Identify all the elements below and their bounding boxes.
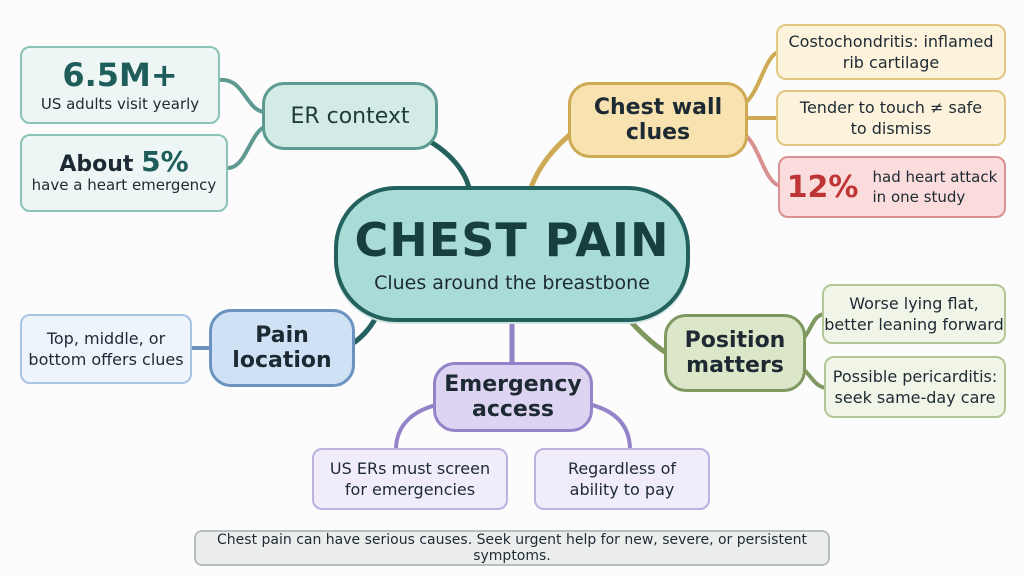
branch-title-line2: matters	[686, 353, 784, 378]
branch-title-line1: Chest wall	[593, 95, 723, 120]
link-cw-leaf3	[742, 132, 782, 188]
leaf-er-screening: US ERs must screen for emergencies	[312, 448, 508, 510]
leaf-location-clues: Top, middle, or bottom offers clues	[20, 314, 192, 384]
leaf-ability-to-pay: Regardless of ability to pay	[534, 448, 710, 510]
leaf-line2: rib cartilage	[842, 53, 940, 72]
branch-title-line2: clues	[625, 120, 691, 145]
stat-line: About 5%	[59, 147, 188, 177]
leaf-er-heart-emergency: About 5% have a heart emergency	[20, 134, 228, 212]
stat-lead: About	[59, 151, 134, 177]
branch-emergency-access: Emergency access	[433, 362, 593, 432]
leaf-line1: Worse lying flat,	[849, 294, 979, 313]
leaf-line2: seek same-day care	[834, 388, 996, 407]
leaf-er-visits: 6.5M+ US adults visit yearly	[20, 46, 220, 124]
branch-title-line2: location	[232, 348, 332, 373]
footer-disclaimer: Chest pain can have serious causes. Seek…	[194, 530, 830, 566]
branch-position-matters: Position matters	[664, 314, 806, 392]
branch-title-line1: Emergency	[444, 372, 582, 397]
leaf-line1: Top, middle, or	[46, 329, 166, 348]
central-subtitle: Clues around the breastbone	[374, 272, 650, 294]
leaf-heart-attack-stat: 12% had heart attack in one study	[778, 156, 1006, 218]
leaf-pericarditis: Possible pericarditis: seek same-day car…	[824, 356, 1006, 418]
leaf-lying-flat: Worse lying flat, better leaning forward	[822, 284, 1006, 344]
branch-title-line1: Pain	[255, 323, 309, 348]
link-cw-leaf1	[742, 50, 780, 106]
central-topic: CHEST PAIN Clues around the breastbone	[334, 186, 690, 322]
central-title: CHEST PAIN	[354, 213, 670, 267]
link-em-leaf2	[586, 402, 632, 452]
leaf-text: US adults visit yearly	[40, 94, 200, 113]
leaf-line2: in one study	[872, 188, 966, 206]
branch-pain-location: Pain location	[209, 309, 355, 387]
leaf-text: had heart attack in one study	[873, 167, 998, 207]
leaf-line2: bottom offers clues	[28, 350, 184, 369]
stat-value: 12%	[786, 169, 859, 205]
leaf-line1: Regardless of	[567, 459, 677, 478]
branch-title: ER context	[290, 103, 410, 129]
branch-title-line1: Position	[684, 328, 786, 353]
link-er-leaf1	[218, 77, 266, 114]
leaf-line1: had heart attack	[872, 168, 998, 186]
leaf-line1: Tender to touch ≠ safe	[799, 98, 983, 117]
leaf-line2: better leaning forward	[824, 315, 1004, 334]
leaf-tender-to-touch: Tender to touch ≠ safe to dismiss	[776, 90, 1006, 146]
leaf-text: have a heart emergency	[31, 175, 217, 194]
leaf-line2: ability to pay	[569, 480, 675, 499]
leaf-line1: Costochondritis: inflamed	[788, 32, 994, 51]
branch-er-context: ER context	[262, 82, 438, 150]
leaf-costochondritis: Costochondritis: inflamed rib cartilage	[776, 24, 1006, 80]
footer-text: Chest pain can have serious causes. Seek…	[217, 532, 807, 564]
stat-value: 6.5M+	[62, 55, 178, 94]
branch-title-line2: access	[471, 397, 555, 422]
leaf-line2: to dismiss	[850, 119, 932, 138]
stat-value: 5%	[141, 144, 189, 178]
leaf-line1: US ERs must screen	[329, 459, 491, 478]
branch-chest-wall-clues: Chest wall clues	[568, 82, 748, 158]
leaf-line2: for emergencies	[344, 480, 476, 499]
link-er-leaf2	[226, 124, 268, 170]
leaf-line1: Possible pericarditis:	[832, 367, 998, 386]
